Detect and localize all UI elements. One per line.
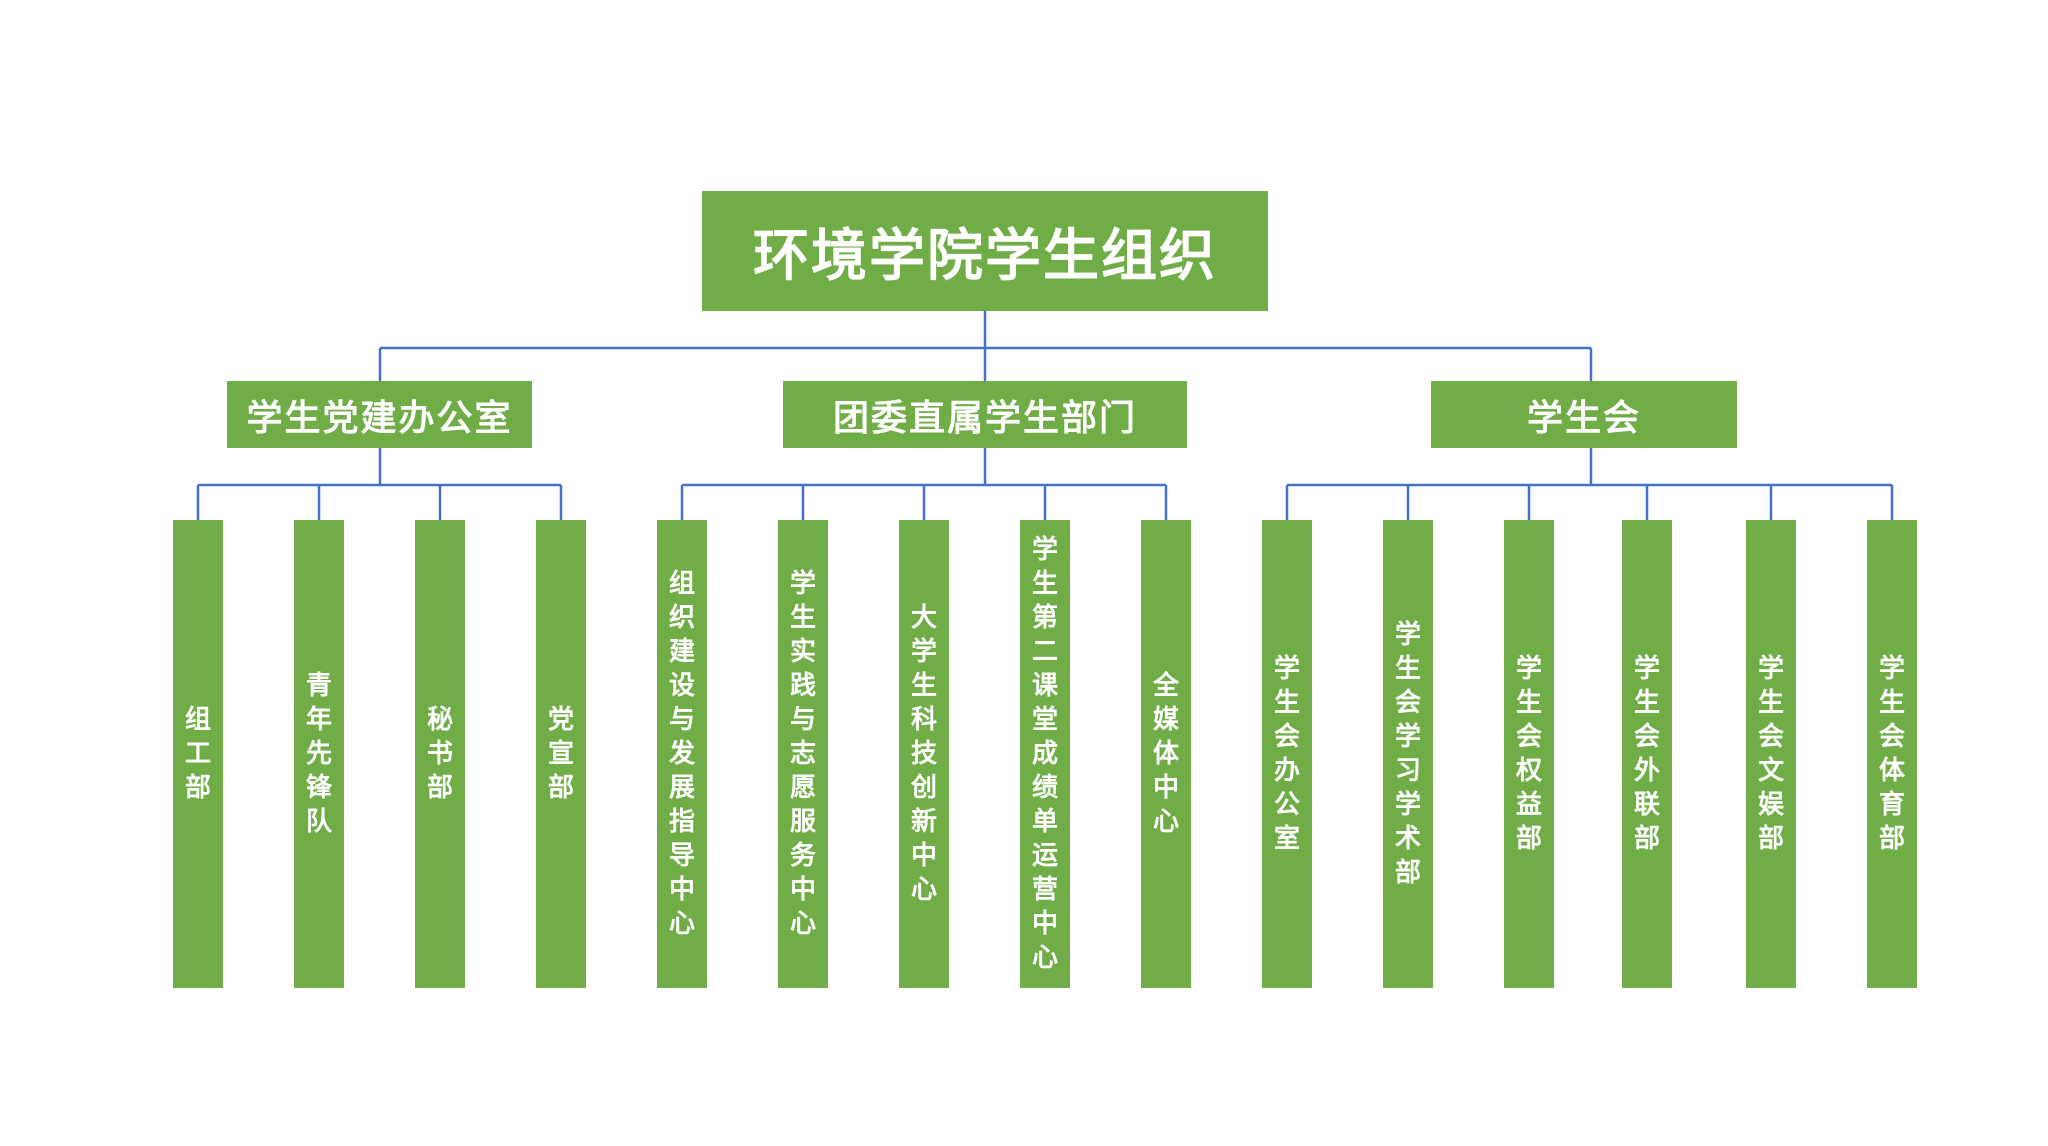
leaf-node-label: 学生第二课堂成绩单运营中心 — [1031, 535, 1058, 973]
leaf-node: 全媒体中心 — [1141, 520, 1191, 988]
leaf-node: 学生会外联部 — [1622, 520, 1672, 988]
leaf-node-label: 学生会外联部 — [1633, 654, 1660, 854]
group-node-league-departments: 团委直属学生部门 — [783, 381, 1187, 448]
leaf-node-label: 学生会学习学术部 — [1394, 620, 1421, 888]
leaf-node: 秘书部 — [415, 520, 465, 988]
leaf-node: 党宣部 — [536, 520, 586, 988]
root-node: 环境学院学生组织 — [702, 191, 1268, 311]
group-node-student-union: 学生会 — [1431, 381, 1737, 448]
leaf-node: 组织建设与发展指导中心 — [657, 520, 707, 988]
leaf-node-label: 党宣部 — [547, 705, 574, 803]
leaf-node-label: 学生会权益部 — [1515, 654, 1542, 854]
leaf-node: 组工部 — [173, 520, 223, 988]
group-node-party-office: 学生党建办公室 — [227, 381, 532, 448]
group-node-label: 学生党建办公室 — [246, 397, 513, 439]
leaf-node-label: 组工部 — [184, 705, 211, 803]
leaf-node: 学生会办公室 — [1262, 520, 1312, 988]
leaf-node-label: 青年先锋队 — [305, 671, 332, 837]
leaf-node-label: 学生会文娱部 — [1757, 654, 1784, 854]
leaf-node: 学生会权益部 — [1504, 520, 1554, 988]
leaf-node: 学生第二课堂成绩单运营中心 — [1020, 520, 1070, 988]
leaf-node: 学生会体育部 — [1867, 520, 1917, 988]
group-node-label: 学生会 — [1526, 397, 1641, 439]
leaf-node-label: 大学生科技创新中心 — [910, 603, 937, 905]
leaf-node: 学生会学习学术部 — [1383, 520, 1433, 988]
leaf-node: 学生实践与志愿服务中心 — [778, 520, 828, 988]
leaf-node: 大学生科技创新中心 — [899, 520, 949, 988]
leaf-node-label: 组织建设与发展指导中心 — [668, 569, 695, 939]
leaf-node-label: 学生会体育部 — [1878, 654, 1905, 854]
leaf-node-label: 学生会办公室 — [1273, 654, 1300, 854]
leaf-node: 学生会文娱部 — [1746, 520, 1796, 988]
leaf-node-label: 秘书部 — [426, 705, 453, 803]
leaf-node-label: 学生实践与志愿服务中心 — [789, 569, 816, 939]
root-node-label: 环境学院学生组织 — [753, 223, 1217, 289]
leaf-node: 青年先锋队 — [294, 520, 344, 988]
group-node-label: 团委直属学生部门 — [832, 397, 1137, 439]
leaf-node-label: 全媒体中心 — [1152, 671, 1179, 837]
